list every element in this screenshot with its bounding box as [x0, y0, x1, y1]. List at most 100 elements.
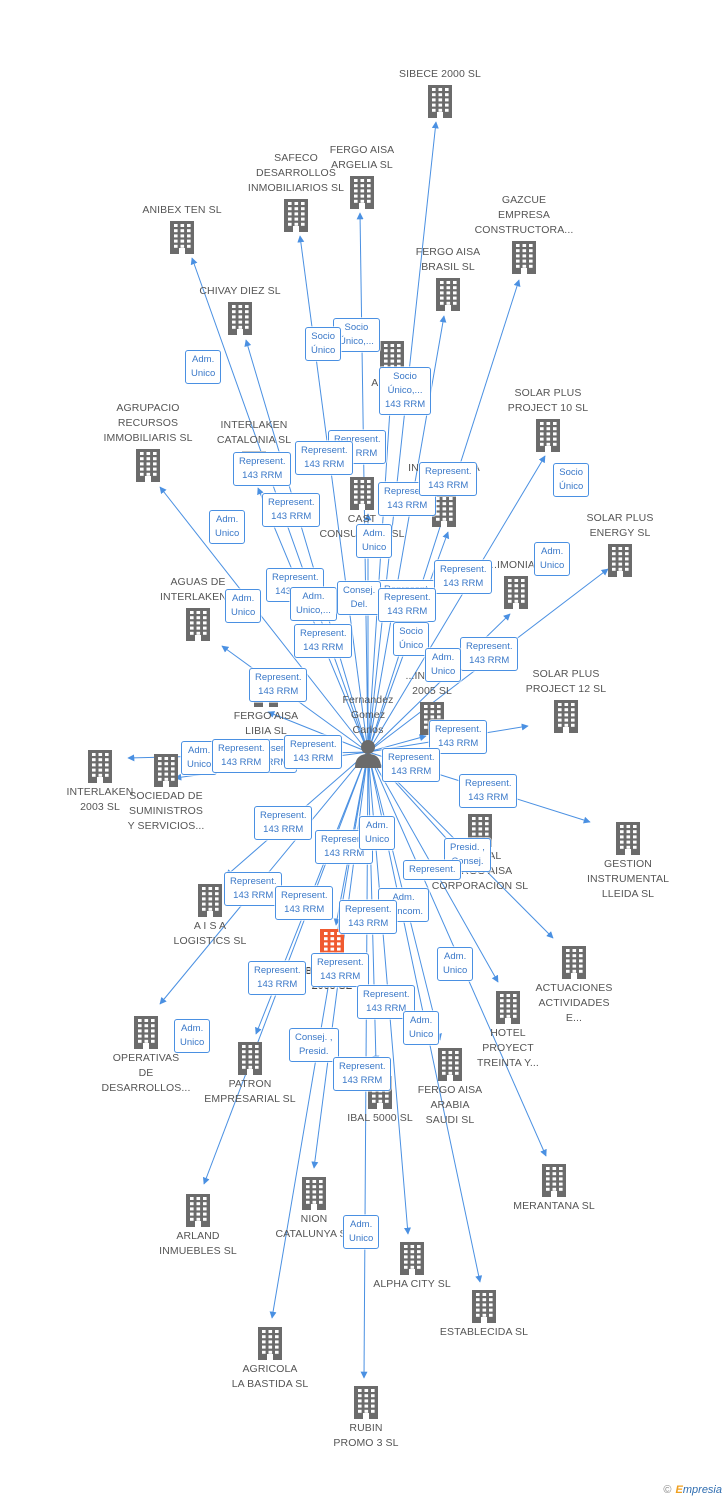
company-name: SOLAR PLUS PROJECT 10 SL — [507, 387, 589, 414]
building-icon — [226, 198, 366, 232]
company-node-actuaciones[interactable]: ACTUACIONES ACTIVIDADES E... — [504, 945, 644, 1026]
edge-role-label[interactable]: Consej. Del. — [337, 581, 382, 615]
edge-role-label[interactable]: Represent. 143 RRM — [311, 953, 370, 987]
edge-role-label[interactable]: Consej. , Presid. — [289, 1028, 339, 1062]
edge-role-label[interactable]: Adm. Unico — [174, 1019, 211, 1053]
brand-logo-text: mpresia — [682, 1484, 722, 1496]
edge-role-label[interactable]: Adm. Unico — [403, 1011, 440, 1045]
company-name: A I S A LOGISTICS SL — [173, 920, 247, 947]
building-icon — [128, 1193, 268, 1227]
company-node-gestion[interactable]: GESTION INSTRUMENTAL LLEIDA SL — [558, 821, 698, 902]
company-node-patrimonia[interactable]: ...IMONIA... — [446, 558, 586, 609]
edge-role-label[interactable]: Represent. 143 RRM — [295, 441, 354, 475]
company-node-fergo_brasil[interactable]: FERGO AISA BRASIL SL — [378, 245, 518, 311]
building-icon — [180, 1041, 320, 1075]
building-icon — [292, 476, 432, 510]
edge-role-label[interactable]: Represent. 143 RRM — [339, 900, 398, 934]
company-node-chivay[interactable]: CHIVAY DIEZ SL — [170, 284, 310, 335]
edge-role-label[interactable]: Represent. 143 RRM — [434, 560, 493, 594]
edge-role-label[interactable]: Represent. 143 RRM — [378, 482, 437, 516]
edge-role-label[interactable]: Adm. Unico — [359, 816, 396, 850]
company-name: ACTUACIONES ACTIVIDADES E... — [535, 982, 613, 1024]
company-node-fergo_argelia[interactable]: FERGO AISA ARGELIA SL — [292, 143, 432, 209]
building-icon — [414, 1289, 554, 1323]
company-node-solar10[interactable]: SOLAR PLUS PROJECT 10 SL — [478, 386, 618, 452]
edge-role-label[interactable]: Represent. 143 RRM — [459, 774, 518, 808]
edge-role-label[interactable]: Adm. Unico — [343, 1215, 380, 1249]
edge-role-label[interactable]: Represent. 143 RRM — [333, 1057, 392, 1091]
company-name: ARLAND INMUEBLES SL — [159, 1230, 237, 1257]
edge-role-label[interactable]: Adm. Unico — [425, 648, 462, 682]
company-node-establecida[interactable]: ESTABLECIDA SL — [414, 1289, 554, 1340]
edge-line-fergo_libia — [267, 711, 369, 753]
edge-role-label[interactable]: Socio Único,... 143 RRM — [379, 367, 432, 415]
company-node-safeco[interactable]: SAFECO DESARROLLOS INMOBILIARIOS SL — [226, 151, 366, 232]
building-icon — [128, 607, 268, 641]
edge-role-label[interactable]: Adm. Unico — [225, 589, 262, 623]
edge-role-label[interactable]: Represent. 143 RRM — [419, 462, 478, 496]
edge-role-label[interactable]: Represent. 143 RRM — [212, 739, 271, 773]
edge-role-label[interactable]: Adm. Unico — [534, 542, 571, 576]
edge-role-label[interactable]: Represent. 143 RRM — [254, 806, 313, 840]
company-name: HOTEL PROYECT TREINTA Y... — [477, 1027, 539, 1069]
company-node-hotel[interactable]: HOTEL PROYECT TREINTA Y... — [438, 990, 578, 1071]
edge-role-label[interactable]: Adm. Unico — [356, 524, 393, 558]
building-icon — [76, 1015, 216, 1049]
building-icon — [30, 749, 170, 783]
company-node-anibex[interactable]: ANIBEX TEN SL — [112, 203, 252, 254]
edge-role-label[interactable]: Represent. 143 RRM — [378, 588, 437, 622]
edge-role-label[interactable]: Adm. Unico — [437, 947, 474, 981]
company-name: SAFECO DESARROLLOS INMOBILIARIOS SL — [247, 152, 345, 194]
company-name: AGUAS DE INTERLAKEN... — [160, 576, 236, 603]
company-node-suministros[interactable]: SOCIEDAD DE SUMINISTROS Y SERVICIOS... — [96, 753, 236, 834]
company-node-sibece[interactable]: SIBECE 2000 SL — [370, 67, 510, 118]
company-node-fergo_arabia[interactable]: FERGO AISA ARABIA SAUDI SL — [380, 1047, 520, 1128]
edge-role-label[interactable]: Represent. 143 RRM — [224, 872, 283, 906]
company-node-interlaken2003[interactable]: INTERLAKEN 2003 SL — [30, 749, 170, 815]
company-node-solar_energy[interactable]: SOLAR PLUS ENERGY SL — [550, 511, 690, 577]
edge-role-label[interactable]: Represent. 143 RRM — [262, 493, 321, 527]
company-node-agricola[interactable]: AGRICOLA LA BASTIDA SL — [200, 1326, 340, 1392]
company-node-gazcue[interactable]: GAZCUE EMPRESA CONSTRUCTORA... — [454, 193, 594, 274]
person-node-center[interactable]: Fernandez Gomez Carlos — [298, 693, 438, 768]
edge-role-label[interactable]: Socio Único — [393, 622, 430, 656]
edge-line-sibece — [367, 121, 439, 753]
edge-role-label[interactable]: Adm. Unico — [209, 510, 246, 544]
edge-role-label[interactable]: Adm. Unico,... — [290, 587, 337, 621]
company-node-aguas[interactable]: AGUAS DE INTERLAKEN... — [128, 575, 268, 641]
company-node-solar12[interactable]: SOLAR PLUS PROJECT 12 SL — [496, 667, 636, 733]
company-node-operativas[interactable]: OPERATIVAS DE DESARROLLOS... — [76, 1015, 216, 1096]
edge-line-acri — [367, 377, 396, 753]
company-node-patron[interactable]: PATRON EMPRESARIAL SL — [180, 1041, 320, 1107]
company-node-arland[interactable]: ARLAND INMUEBLES SL — [128, 1193, 268, 1259]
company-node-aisa_logistics[interactable]: A I S A LOGISTICS SL — [140, 883, 280, 949]
building-icon — [296, 1385, 436, 1419]
company-node-agrupacio[interactable]: AGRUPACIO RECURSOS IMMOBILIARIS SL — [78, 401, 218, 482]
person-icon — [298, 738, 438, 768]
edge-role-label[interactable]: Socio Único — [305, 327, 342, 361]
edge-role-label[interactable]: Represent. 143 RRM — [275, 886, 334, 920]
building-icon — [200, 1326, 340, 1360]
edge-role-label[interactable]: Represent. — [403, 860, 462, 880]
company-name: ANIBEX TEN SL — [142, 204, 222, 216]
edge-role-label[interactable]: Socio Único — [553, 463, 590, 497]
building-icon — [140, 883, 280, 917]
building-icon — [484, 1163, 624, 1197]
company-name: ESTABLECIDA SL — [439, 1326, 529, 1338]
company-node-merantana[interactable]: MERANTANA SL — [484, 1163, 624, 1214]
edge-role-label[interactable]: Represent. 143 RRM — [249, 668, 308, 702]
company-name: GESTION INSTRUMENTAL LLEIDA SL — [586, 858, 670, 900]
edge-role-label[interactable]: Represent. 143 RRM — [382, 748, 441, 782]
edge-role-label[interactable]: Represent. 143 RRM — [294, 624, 353, 658]
edge-role-label[interactable]: Represent. 143 RRM — [233, 452, 292, 486]
edge-role-label[interactable]: Represent. 143 RRM — [284, 735, 343, 769]
company-node-rubin[interactable]: RUBIN PROMO 3 SL — [296, 1385, 436, 1451]
edge-role-label[interactable]: Adm. Unico — [185, 350, 222, 384]
person-name: Fernandez Gomez Carlos — [342, 694, 394, 736]
company-node-nion[interactable]: NION CATALUNYA SL — [244, 1176, 384, 1242]
company-name: IBAL 5000 SL — [347, 1112, 413, 1124]
company-node-alpha[interactable]: ALPHA CITY SL — [342, 1241, 482, 1292]
edge-line-solar10 — [367, 455, 546, 753]
edge-role-label[interactable]: Represent. 143 RRM — [248, 961, 307, 995]
edge-role-label[interactable]: Represent. 143 RRM — [460, 637, 519, 671]
